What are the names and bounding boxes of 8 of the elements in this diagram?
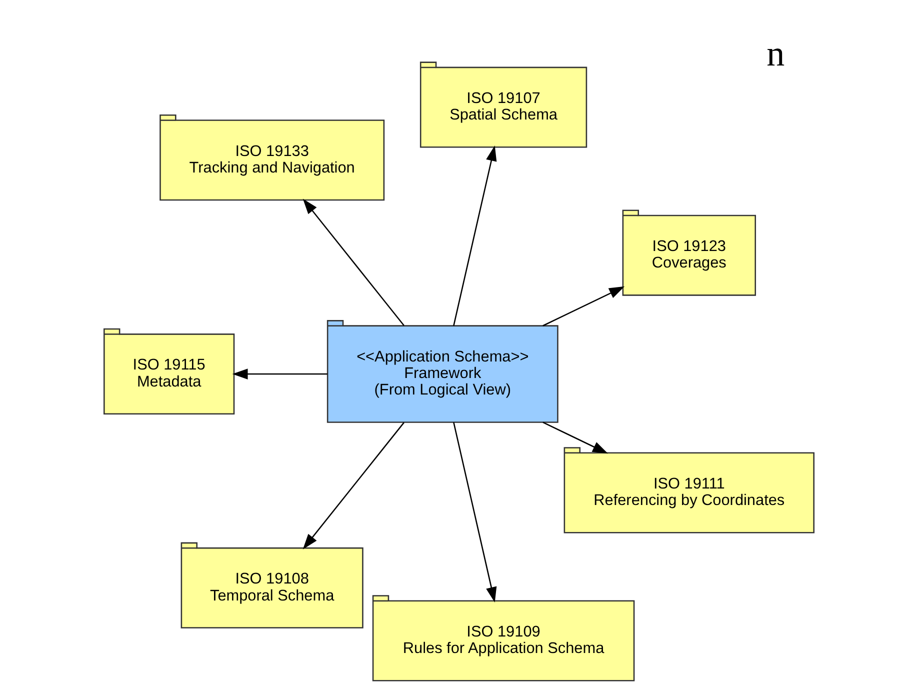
arrow — [232, 368, 328, 380]
arrow — [453, 422, 497, 603]
arrow — [302, 198, 404, 326]
arrow — [302, 422, 404, 550]
label: n — [766, 33, 785, 74]
arrow — [542, 286, 625, 326]
arrow — [453, 146, 497, 326]
arrow — [542, 422, 608, 454]
